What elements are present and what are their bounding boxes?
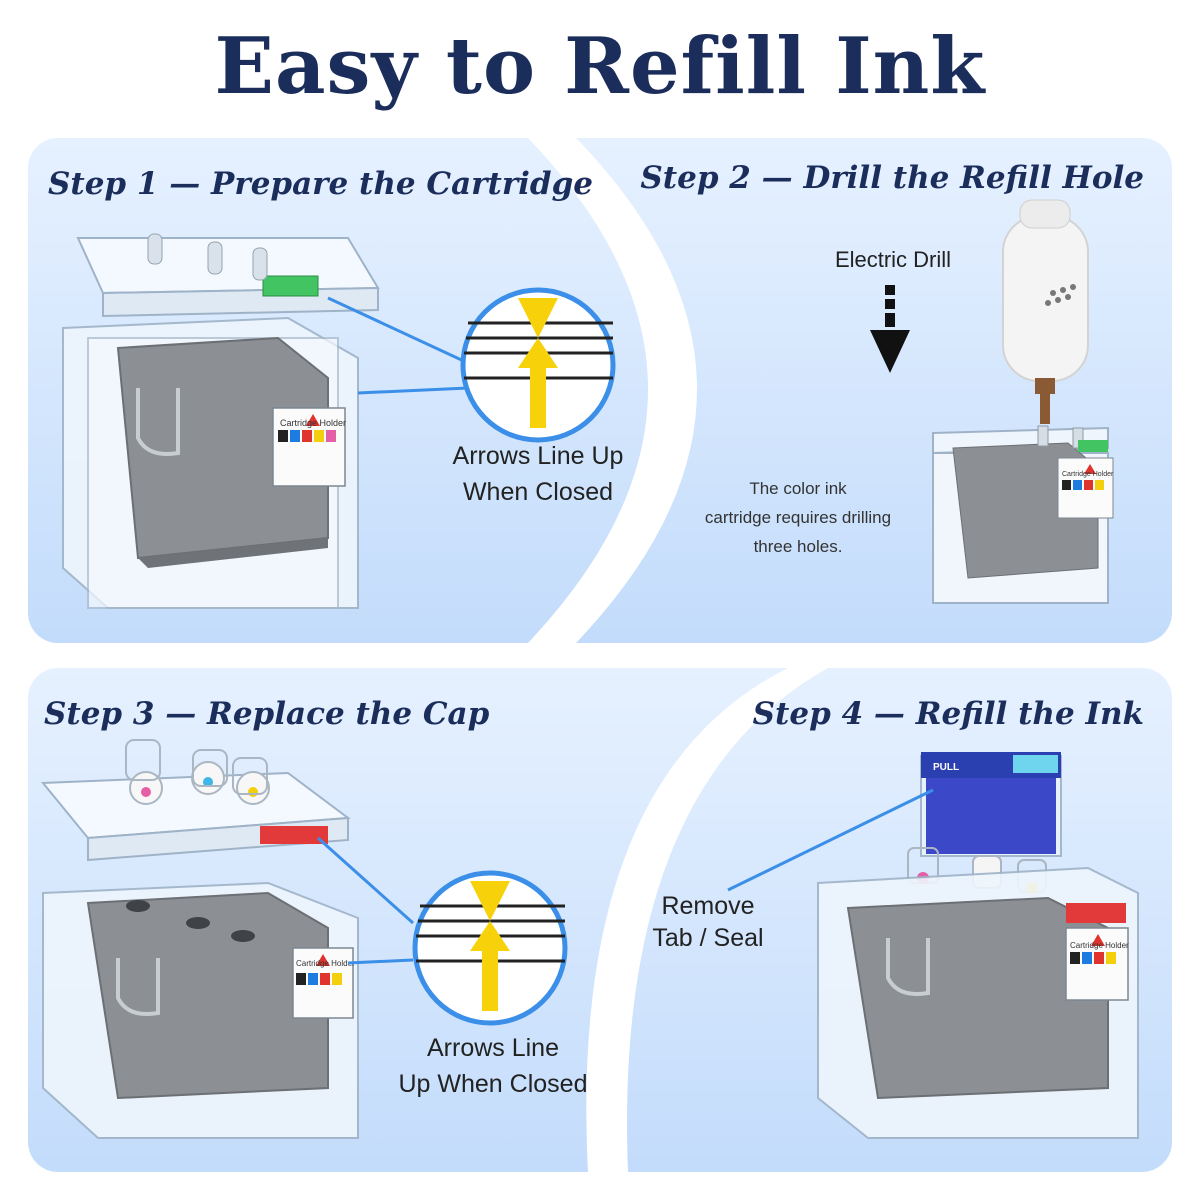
step4-caption: Remove Tab / Seal (628, 890, 788, 954)
step4-caption-line2: Tab / Seal (652, 924, 764, 952)
step3-holder-text: Cartridge Holder (296, 959, 355, 968)
page-title: Easy to Refill Ink (214, 21, 986, 112)
step1-caption: Arrows Line Up When Closed (433, 438, 643, 510)
step2-holder-text: Cartridge Holder (1062, 471, 1114, 478)
step2-note-line2: cartridge requires drilling (704, 508, 892, 527)
step1-holder-text: Cartridge Holder (280, 418, 346, 428)
step2-drill-illustration (1002, 199, 1089, 424)
pull-tab-text: PULL (933, 762, 959, 773)
step1-caption-line2: When Closed (462, 478, 614, 506)
curved-divider (528, 138, 697, 643)
top-panel-art: Cartridge Holder (62, 138, 1114, 643)
step1-caption-line1: Arrows Line Up (452, 442, 624, 470)
step4-holder-text: Cartridge Holder (1070, 941, 1129, 950)
step1-magnifier (460, 287, 616, 443)
step4-caption-line1: Remove (661, 892, 755, 920)
step4-heading: Step 4 — Refill the Ink (752, 696, 1144, 732)
step3-caption: Arrows Line Up When Closed (388, 1030, 598, 1102)
step2-note-line1: The color ink (749, 479, 847, 498)
electric-drill-label: Electric Drill (834, 247, 952, 272)
step2-cartridge-illustration: Cartridge Holder (932, 425, 1114, 604)
step4-cartridge-illustration: PULL Cartridge Holder (727, 752, 1139, 1139)
down-arrow-icon (870, 285, 910, 373)
step1-heading: Step 1 — Prepare the Cartridge (48, 166, 593, 202)
curved-divider-bottom (586, 668, 828, 1172)
step1-cartridge-illustration: Cartridge Holder (62, 233, 469, 609)
step2-note-line3: three holes. (753, 537, 843, 556)
bottom-panel: Cartridge Holder PULL (28, 668, 1172, 1172)
step3-magnifier (412, 870, 568, 1026)
bottom-panel-art: Cartridge Holder PULL (40, 668, 1139, 1172)
step3-heading: Step 3 — Replace the Cap (44, 696, 490, 732)
step3-caption-line1: Arrows Line (427, 1034, 559, 1062)
step2-note: The color ink cartridge requires drillin… (668, 474, 928, 561)
step3-caption-line2: Up When Closed (398, 1070, 588, 1098)
top-panel: Cartridge Holder (28, 138, 1172, 643)
step2-heading: Step 2 — Drill the Refill Hole (640, 160, 1144, 196)
step3-cartridge-illustration: Cartridge Holder (40, 739, 415, 1139)
